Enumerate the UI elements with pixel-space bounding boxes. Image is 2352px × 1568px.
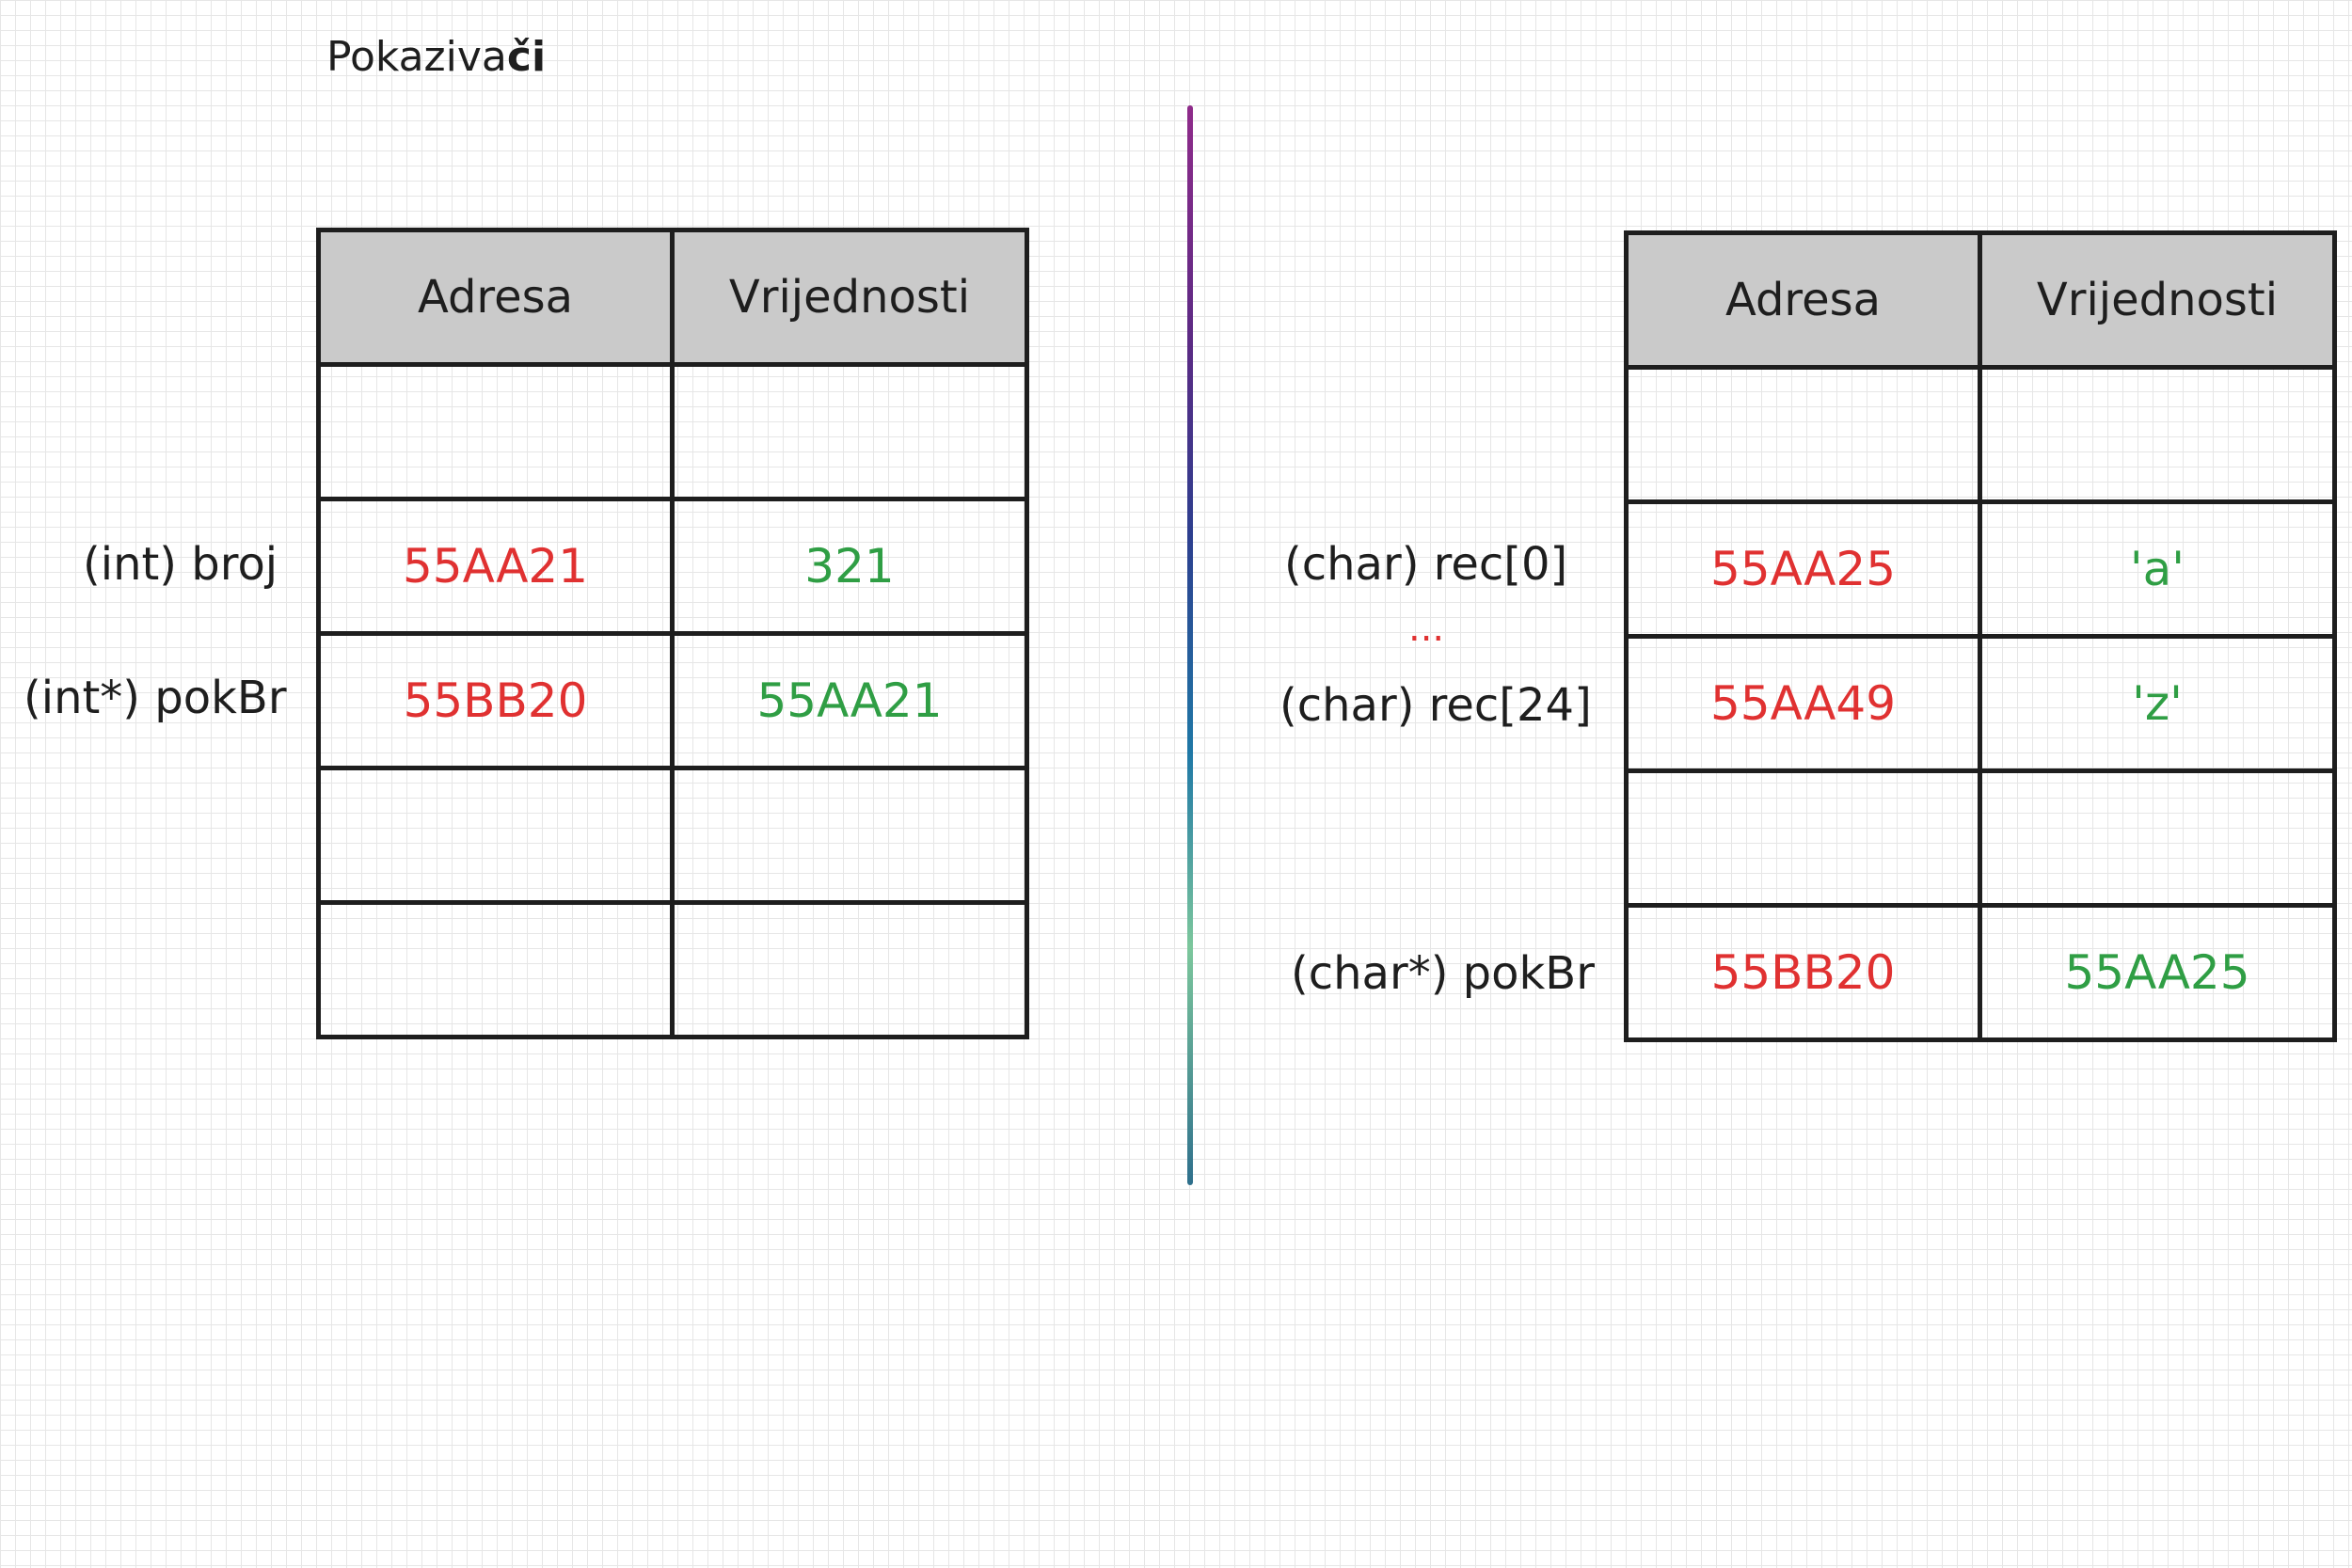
row-label-int-pointer: (int*) pokBr (24, 672, 287, 724)
ellipsis-marker: ... (1408, 607, 1445, 650)
address-cell (1624, 768, 1982, 908)
address-cell: 55AA49 (1624, 634, 1982, 773)
address-cell: 55BB20 (316, 631, 675, 770)
table-row (1624, 365, 2337, 504)
table-row (316, 900, 1029, 1039)
value-cell: 'a' (1978, 499, 2337, 639)
row-label-char-pointer: (char*) pokBr (1291, 947, 1595, 1000)
value-cell: 321 (670, 497, 1029, 636)
memory-table-int: Adresa Vrijednosti 55AA21 321 55BB20 55A… (316, 228, 1029, 1039)
value-cell: 55AA25 (1978, 903, 2337, 1042)
memory-table-char: Adresa Vrijednosti 55AA25 'a' 55AA49 'z'… (1624, 230, 2337, 1042)
value-cell (670, 362, 1029, 501)
table-header-row: Adresa Vrijednosti (1624, 230, 2337, 370)
table-row: 55AA25 'a' (1624, 499, 2337, 639)
address-cell (316, 362, 675, 501)
value-cell: 55AA21 (670, 631, 1029, 770)
row-label-char-rec0: (char) rec[0] (1284, 538, 1568, 591)
value-cell (1978, 365, 2337, 504)
header-values: Vrijednosti (670, 228, 1029, 367)
value-cell: 'z' (1978, 634, 2337, 773)
row-label-char-rec24: (char) rec[24] (1279, 679, 1592, 732)
value-cell (670, 766, 1029, 905)
address-cell (316, 900, 675, 1039)
table-row (1624, 768, 2337, 908)
address-cell (316, 766, 675, 905)
table-row (316, 362, 1029, 501)
table-row: 55AA49 'z' (1624, 634, 2337, 773)
header-address: Adresa (1624, 230, 1982, 370)
address-cell (1624, 365, 1982, 504)
table-header-row: Adresa Vrijednosti (316, 228, 1029, 367)
value-cell (1978, 768, 2337, 908)
header-address: Adresa (316, 228, 675, 367)
address-cell: 55AA25 (1624, 499, 1982, 639)
row-label-int-broj: (int) broj (83, 538, 278, 591)
header-values: Vrijednosti (1978, 230, 2337, 370)
page-title-bold: či (506, 33, 547, 81)
table-row: 55BB20 55AA21 (316, 631, 1029, 770)
address-cell: 55AA21 (316, 497, 675, 636)
table-row (316, 766, 1029, 905)
table-row: 55BB20 55AA25 (1624, 903, 2337, 1042)
page-title: Pokazivači (326, 28, 546, 87)
value-cell (670, 900, 1029, 1039)
page-title-prefix: Pokaziva (326, 33, 507, 81)
vertical-divider (1187, 105, 1193, 1185)
address-cell: 55BB20 (1624, 903, 1982, 1042)
table-row: 55AA21 321 (316, 497, 1029, 636)
